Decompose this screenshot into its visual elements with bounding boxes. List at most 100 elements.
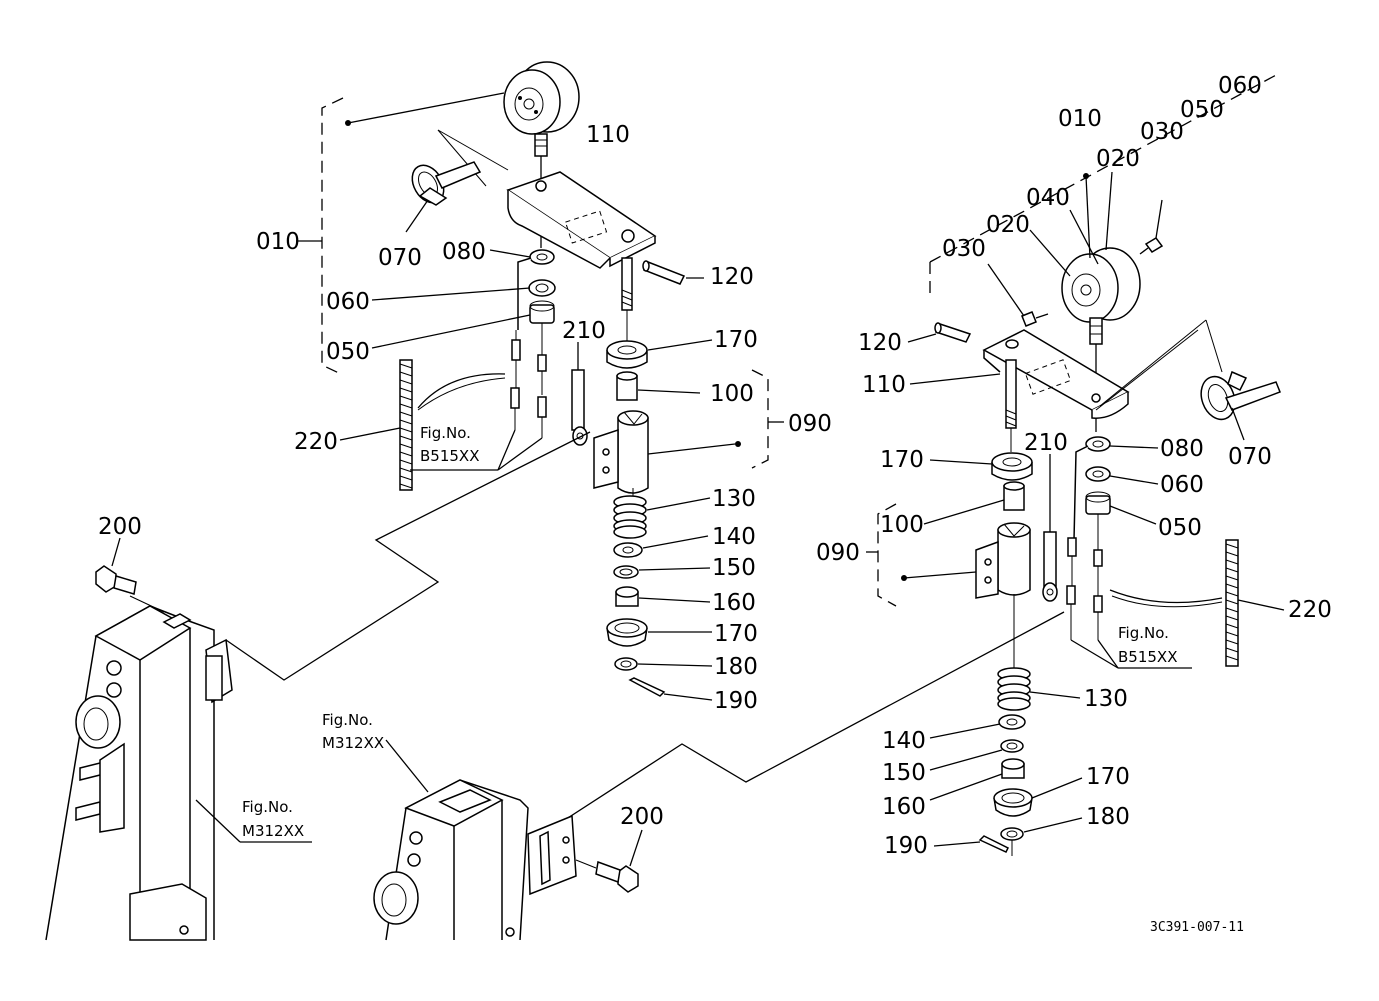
label-170-right-bottom: 170 <box>1086 764 1130 790</box>
threaded-rod-220-right-icon <box>1225 539 1239 667</box>
collar-100-right-icon <box>1003 481 1025 511</box>
fig-ref-harness-left: B515XX <box>420 447 479 465</box>
mounting-bracket-110 <box>506 171 657 269</box>
fig-ref-frame-left: M312XX <box>242 822 304 840</box>
clamp-070-icon <box>411 161 482 206</box>
bolt-200-left-icon <box>95 565 137 595</box>
bushing-160-icon <box>615 586 639 607</box>
washer-080-right-icon <box>1073 436 1111 541</box>
spring-130-icon <box>613 495 647 539</box>
label-160-right: 160 <box>882 794 926 820</box>
work-light-lamp-icon <box>503 61 580 248</box>
bushing-160-right-icon <box>1001 758 1025 779</box>
threaded-rod-220-icon <box>399 359 413 491</box>
label-130-left: 130 <box>712 486 756 512</box>
left-labels: 010 070 080 060 050 110 120 210 170 100 … <box>98 122 832 840</box>
frame-pillar-center-icon <box>373 779 577 941</box>
label-060-right: 060 <box>1160 472 1204 498</box>
left-assembly <box>45 61 784 941</box>
label-050-right-top: 050 <box>1180 97 1224 123</box>
nut-050-icon <box>529 300 555 324</box>
fig-ref-prefix-frame-left: Fig.No. <box>242 798 293 816</box>
label-050-right: 050 <box>1158 515 1202 541</box>
swivel-bracket-090-right-icon <box>975 522 1031 599</box>
frame-pillar-left-icon <box>45 605 233 941</box>
label-100-right: 100 <box>880 512 924 538</box>
label-170-left-top: 170 <box>714 327 758 353</box>
label-080-left: 080 <box>442 239 486 265</box>
mounting-bracket-110-right-icon <box>982 329 1130 419</box>
fig-ref-frame-center: M312XX <box>322 734 384 752</box>
label-210-right: 210 <box>1024 430 1068 456</box>
clamp-070-right-icon <box>1200 370 1281 421</box>
pin-120-icon <box>642 260 686 285</box>
label-120-right: 120 <box>858 330 902 356</box>
bushing-170-top-right-icon <box>991 452 1033 481</box>
label-020-right-mid: 020 <box>986 212 1030 238</box>
snap-ring-150-icon <box>613 565 639 579</box>
label-180-right: 180 <box>1086 804 1130 830</box>
pivot-shaft-right-icon <box>1005 359 1017 452</box>
label-110-right: 110 <box>862 372 906 398</box>
nut-050-right-icon <box>1085 491 1111 515</box>
label-200-right: 200 <box>620 804 664 830</box>
cup-170-bottom-icon <box>606 618 648 647</box>
label-220-right: 220 <box>1288 597 1332 623</box>
label-180-left: 180 <box>714 654 758 680</box>
washer-140-right-icon <box>998 714 1026 730</box>
label-200-left: 200 <box>98 514 142 540</box>
drawing-code: 3C391-007-11 <box>1150 920 1244 935</box>
right-assembly <box>373 73 1285 941</box>
screw-030-left-icon <box>1021 311 1049 327</box>
label-160-left: 160 <box>712 590 756 616</box>
spring-130-right-icon <box>997 667 1031 711</box>
cotter-pin-190-icon <box>628 677 666 697</box>
label-030-right-top: 030 <box>1140 119 1184 145</box>
label-100-left: 100 <box>710 381 754 407</box>
fig-ref-prefix-harness-left: Fig.No. <box>420 424 471 442</box>
label-210-left: 210 <box>562 318 606 344</box>
washer-140-icon <box>613 542 643 558</box>
bolt-200-right-icon <box>595 860 639 893</box>
label-170-right-top: 170 <box>880 447 924 473</box>
screw-030-right-icon <box>1139 237 1164 255</box>
label-150-right: 150 <box>882 760 926 786</box>
grommet-060-right-icon <box>1085 466 1111 482</box>
label-040-right: 040 <box>1026 185 1070 211</box>
label-220-left: 220 <box>294 429 338 455</box>
label-150-left: 150 <box>712 555 756 581</box>
label-030-right-mid: 030 <box>942 236 986 262</box>
label-080-right: 080 <box>1160 436 1204 462</box>
plate-210-right-icon <box>1042 531 1058 602</box>
fig-ref-prefix-frame-center: Fig.No. <box>322 711 373 729</box>
label-070-right: 070 <box>1228 444 1272 470</box>
fig-ref-harness-right: B515XX <box>1118 648 1177 666</box>
label-070-left: 070 <box>378 245 422 271</box>
label-020-right-top: 020 <box>1096 146 1140 172</box>
right-labels: 060 050 030 010 020 040 020 030 120 110 … <box>322 73 1332 859</box>
label-060-right-top: 060 <box>1218 73 1262 99</box>
pin-120-right-icon <box>934 322 972 343</box>
label-050-left: 050 <box>326 339 370 365</box>
label-170-left-bottom: 170 <box>714 621 758 647</box>
label-110-left: 110 <box>586 122 630 148</box>
cup-170-bottom-right-icon <box>993 788 1033 817</box>
label-090-right: 090 <box>816 540 860 566</box>
label-140-right: 140 <box>882 728 926 754</box>
label-190-right: 190 <box>884 833 928 859</box>
label-190-left: 190 <box>714 688 758 714</box>
label-010-right: 010 <box>1058 106 1102 132</box>
plate-210-icon <box>571 369 588 446</box>
fig-ref-prefix-harness-right: Fig.No. <box>1118 624 1169 642</box>
label-120-left: 120 <box>710 264 754 290</box>
cotter-pin-190-right-icon <box>978 835 1010 853</box>
pivot-shaft-icon <box>621 257 633 345</box>
label-010-left: 010 <box>256 229 300 255</box>
collar-100-icon <box>616 371 638 401</box>
swivel-bracket-090-icon <box>593 410 649 494</box>
label-140-left: 140 <box>712 524 756 550</box>
washer-180-right-icon <box>1000 827 1024 841</box>
label-060-left: 060 <box>326 289 370 315</box>
washer-180-icon <box>614 657 638 671</box>
